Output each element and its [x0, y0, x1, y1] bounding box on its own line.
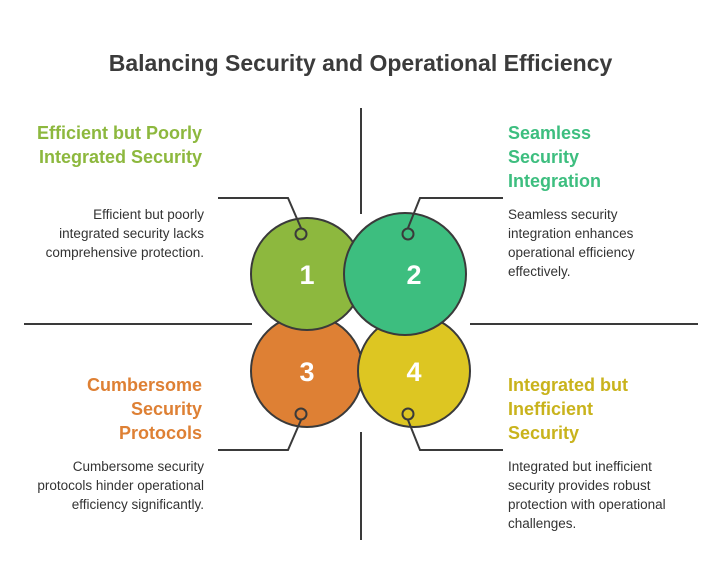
quadrant-2-heading: Seamless Security Integration [508, 123, 601, 191]
circle-number-2: 2 [406, 260, 421, 290]
quadrant-3-heading: Cumbersome Security Protocols [86, 375, 202, 443]
circle-2 [343, 212, 467, 336]
quadrant-4-description: Integrated but inefficient security prov… [508, 459, 666, 531]
quadrant-2-description: Seamless security integration enhances o… [508, 207, 635, 279]
page-title: Balancing Security and Operational Effic… [108, 50, 613, 76]
quadrant-1-description: Efficient but poorly integrated security… [45, 207, 204, 260]
connector-2 [407, 197, 503, 229]
quadrant-3-description: Cumbersome security protocols hinder ope… [37, 459, 204, 512]
circle-number-3: 3 [299, 357, 314, 387]
connector-dot-2 [401, 227, 415, 241]
quadrant-4-heading: Integrated but Inefficient Security [508, 375, 628, 443]
connector-1 [218, 197, 302, 229]
connector-dot-4 [401, 407, 415, 421]
connector-3 [218, 419, 302, 451]
connector-dot-1 [294, 227, 308, 241]
circle-number-4: 4 [406, 357, 421, 387]
connector-4 [407, 419, 503, 451]
connector-dot-3 [294, 407, 308, 421]
circle-number-1: 1 [299, 260, 314, 290]
quadrant-1-heading: Efficient but Poorly Integrated Security [36, 123, 202, 167]
